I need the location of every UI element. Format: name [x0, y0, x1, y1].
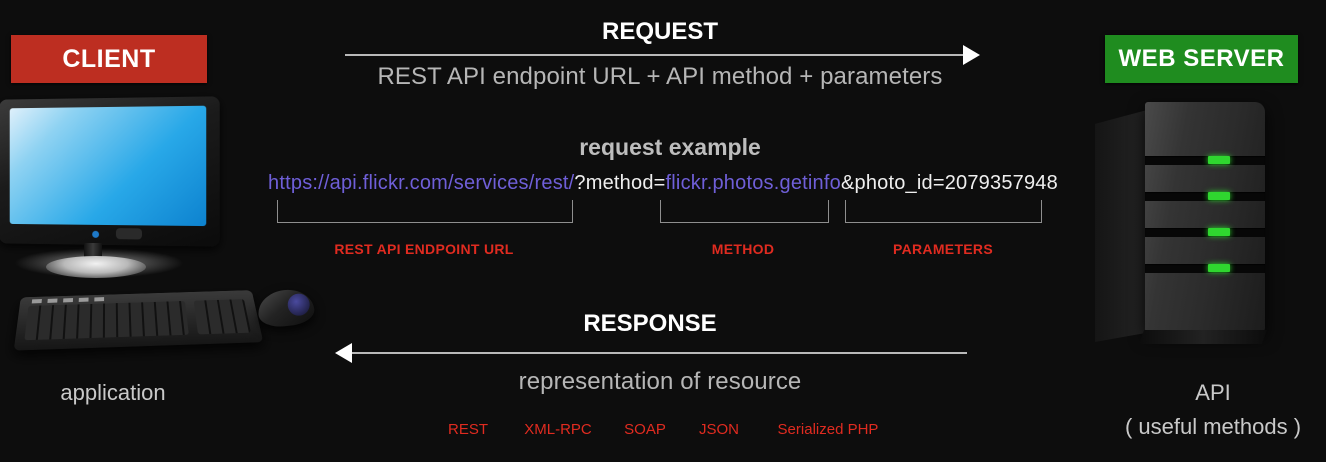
response-format-json: JSON — [698, 421, 739, 438]
server-sub-caption: ( useful methods ) — [1124, 414, 1302, 439]
url-part-method-value: flickr.photos.getinfo — [665, 172, 841, 194]
client-caption: application — [60, 380, 166, 405]
mouse-accent — [286, 292, 311, 317]
response-arrow-line — [352, 352, 967, 354]
bracket-parameters — [845, 200, 1042, 223]
web-server-badge: WEB SERVER — [1105, 35, 1298, 83]
server-bay-slot — [1145, 264, 1265, 273]
server-side-panel — [1095, 110, 1147, 342]
request-arrow-line — [345, 54, 967, 56]
bracket-endpoint-url — [277, 200, 573, 223]
response-format-soap: SOAP — [624, 421, 666, 438]
bracket-method — [660, 200, 829, 223]
request-example-url: https://api.flickr.com/services/rest/?me… — [0, 172, 1326, 195]
request-subtitle: REST API endpoint URL + API method + par… — [377, 63, 943, 90]
monitor-power-led-icon — [92, 230, 100, 238]
server-base-foot — [1139, 330, 1267, 344]
url-part-method-key: ?method= — [574, 172, 666, 194]
request-title: REQUEST — [601, 18, 718, 45]
server-status-led-icon — [1208, 192, 1230, 200]
monitor-stand-base — [46, 256, 146, 278]
request-example-title: request example — [579, 134, 761, 160]
response-format-xml-rpc: XML-RPC — [524, 421, 592, 438]
response-arrow-head-icon — [335, 343, 352, 363]
url-part-endpoint: https://api.flickr.com/services/rest/ — [268, 172, 575, 194]
keyboard-illustration — [13, 290, 264, 351]
web-server-tower-illustration — [1095, 102, 1270, 344]
server-bay-slot — [1145, 228, 1265, 237]
response-subtitle: representation of resource — [518, 368, 802, 395]
response-format-serialized-php: Serialized PHP — [777, 421, 879, 438]
server-front-panel — [1145, 102, 1265, 332]
keyboard-indicator-leds — [31, 297, 106, 304]
keyboard-numpad-keys — [193, 299, 251, 335]
annotation-method: METHOD — [711, 241, 775, 257]
annotation-endpoint-url: REST API ENDPOINT URL — [334, 241, 514, 257]
response-title: RESPONSE — [583, 310, 717, 337]
monitor-control-panel — [115, 228, 142, 240]
url-part-parameters: &photo_id=2079357948 — [840, 172, 1058, 194]
server-bay-slot — [1145, 156, 1265, 165]
server-status-led-icon — [1208, 228, 1230, 236]
keyboard-main-keys — [24, 300, 189, 341]
client-monitor-illustration — [0, 96, 221, 278]
client-badge: CLIENT — [11, 35, 207, 83]
mouse-illustration — [256, 287, 316, 329]
client-badge-label: CLIENT — [62, 44, 156, 73]
web-server-badge-label: WEB SERVER — [1118, 45, 1285, 72]
server-caption: API — [1195, 380, 1231, 405]
server-status-led-icon — [1208, 156, 1230, 164]
server-status-led-icon — [1208, 264, 1230, 272]
request-arrow-head-icon — [963, 45, 980, 65]
response-format-rest: REST — [447, 421, 488, 438]
monitor-screen — [9, 105, 207, 227]
server-bay-slot — [1145, 192, 1265, 201]
annotation-parameters: PARAMETERS — [893, 241, 993, 257]
